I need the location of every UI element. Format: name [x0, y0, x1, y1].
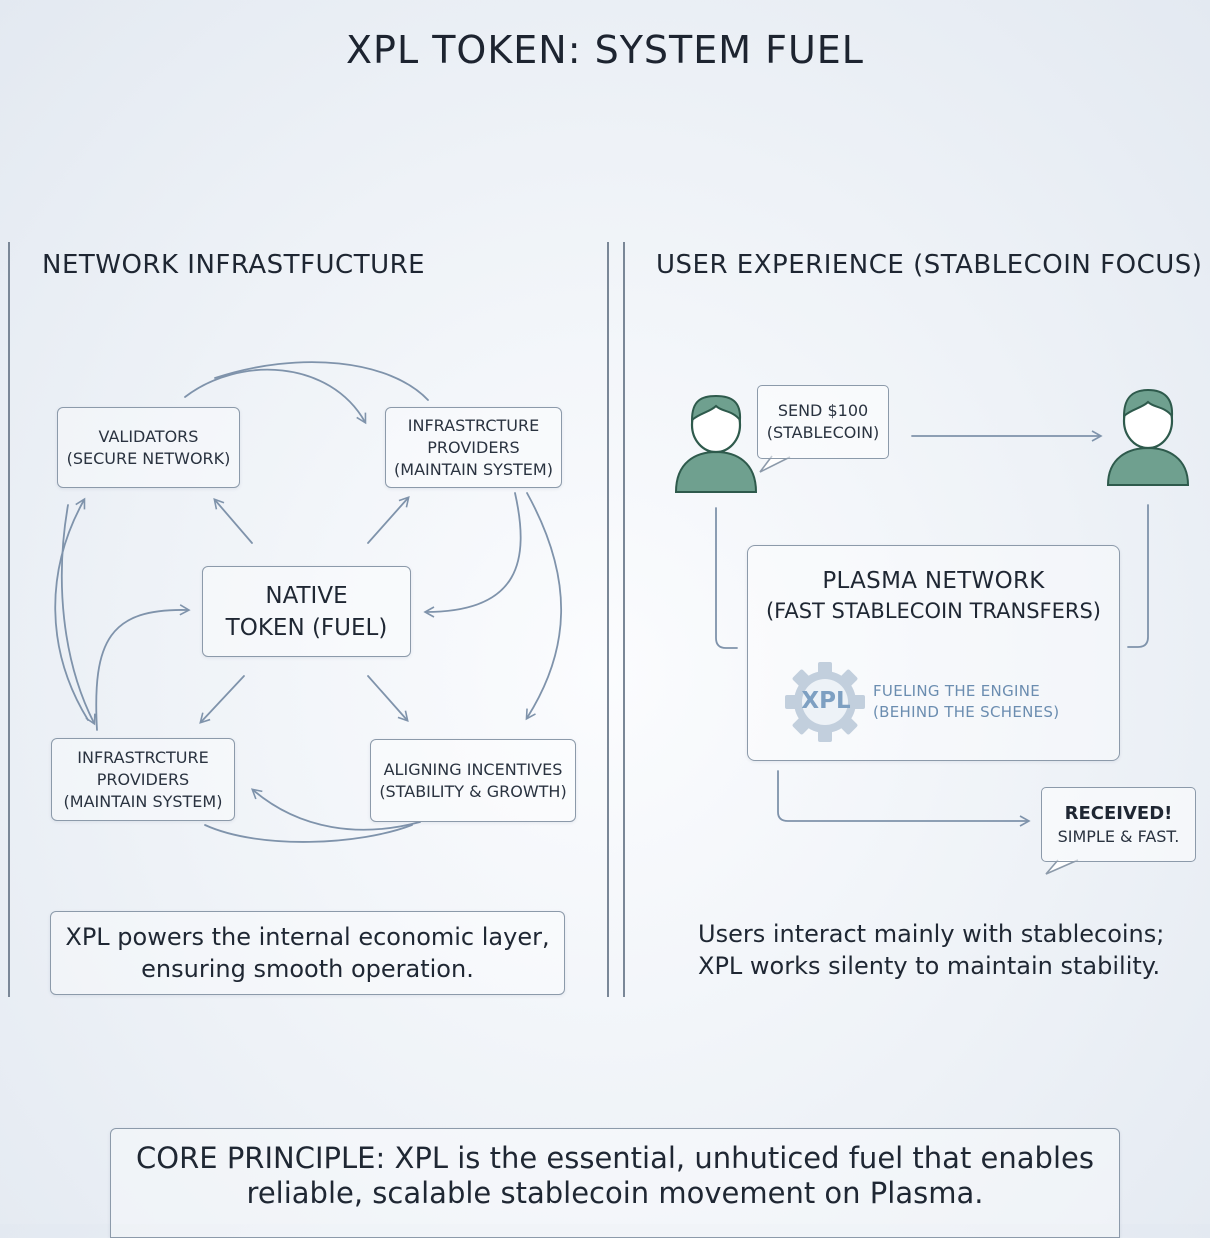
validators-node: VALIDATORS (SECURE NETWORK)	[57, 407, 240, 488]
core-text2: reliable, scalable stablecoin movement o…	[246, 1176, 984, 1210]
arc-bottom-return	[204, 824, 413, 843]
connector-sender-to-plasma	[715, 507, 738, 649]
plasma-subtitle: (FAST STABLECOIN TRANSFERS)	[765, 599, 1101, 623]
incentives-line1: ALIGNING INCENTIVES	[383, 759, 563, 779]
providers-bottom-line3: (MAINTAIN SYSTEM)	[63, 791, 223, 811]
arrow-providers-bottom-to-native	[95, 604, 191, 731]
incentives-node: ALIGNING INCENTIVES (STABILITY & GROWTH)	[370, 739, 576, 822]
native-token-line1: NATIVE	[265, 582, 348, 609]
arrow-native-to-providers	[367, 496, 410, 544]
arrow-plasma-to-received	[777, 770, 1031, 827]
left-note-line2: ensuring smooth operation.	[141, 955, 474, 983]
plasma-title: PLASMA NETWORK	[822, 568, 1045, 594]
providers-bottom-line1: INFRASTRCTURE	[77, 747, 209, 767]
arrow-native-to-validators	[213, 497, 253, 544]
arrow-incentives-to-providers-bottom	[250, 788, 421, 831]
connector-receiver-to-plasma	[1127, 504, 1149, 648]
arrow-providers-to-native	[423, 492, 522, 618]
send-bubble-line2: (STABLECOIN)	[766, 423, 880, 442]
providers-top-line1: INFRASTRCTURE	[407, 415, 540, 435]
fuel-line2: (BEHIND THE SCHENES)	[873, 703, 1060, 721]
native-token-node: NATIVE TOKEN (FUEL)	[202, 566, 411, 657]
providers-bottom-line2: PROVIDERS	[96, 769, 190, 789]
arrow-left-arc-down	[60, 504, 96, 726]
network-infrastructure-heading: NETWORK INFRASTFUCTURE	[42, 250, 426, 280]
send-bubble-line1: SEND $100	[777, 401, 869, 420]
received-subtitle: SIMPLE & FAST.	[1057, 827, 1180, 846]
fueling-engine-text: FUELING THE ENGINE (BEHIND THE SCHENES)	[873, 681, 1073, 723]
core-principle-box: CORE PRINCIPLE: XPL is the essential, un…	[110, 1128, 1120, 1238]
arrow-providers-to-incentives	[525, 492, 563, 721]
arrow-validators-to-providers	[184, 368, 367, 425]
left-note-line1: XPL powers the internal economic layer,	[65, 923, 550, 951]
gear-label: XPL	[801, 688, 851, 714]
page-title: XPL TOKEN: SYSTEM FUEL	[346, 28, 864, 72]
providers-top-line2: PROVIDERS	[427, 437, 520, 457]
center-divider-a	[607, 242, 609, 997]
center-divider-b	[623, 242, 625, 997]
sender-person-icon	[674, 394, 758, 493]
fuel-line1: FUELING THE ENGINE	[873, 682, 1041, 700]
right-note-line2: XPL works silenty to maintain stability.	[698, 952, 1161, 980]
user-experience-heading: USER EXPERIENCE (STABLECOIN FOCUS)	[656, 250, 1203, 280]
arrow-native-to-incentives	[367, 675, 409, 722]
right-note-line1: Users interact mainly with stablecoins;	[698, 920, 1165, 948]
core-line1: CORE PRINCIPLE: XPL is the essential, un…	[136, 1141, 1094, 1176]
validators-subtitle: (SECURE NETWORK)	[66, 448, 231, 468]
send-bubble-tail	[759, 455, 791, 473]
left-note: XPL powers the internal economic layer, …	[50, 911, 565, 995]
native-token-line2: TOKEN (FUEL)	[225, 614, 388, 641]
arrow-native-to-providers-bottom	[199, 675, 245, 724]
received-bubble-tail	[1045, 859, 1079, 875]
core-label: CORE PRINCIPLE:	[136, 1141, 386, 1175]
providers-bottom-node: INFRASTRCTURE PROVIDERS (MAINTAIN SYSTEM…	[51, 738, 235, 821]
right-note: Users interact mainly with stablecoins; …	[698, 918, 1198, 982]
left-border	[8, 242, 10, 997]
providers-top-node: INFRASTRCTURE PROVIDERS (MAINTAIN SYSTEM…	[385, 407, 562, 488]
arrow-left-arc-up	[54, 497, 89, 721]
received-title: RECEIVED!	[1064, 803, 1173, 824]
providers-top-line3: (MAINTAIN SYSTEM)	[394, 459, 553, 479]
receiver-person-icon	[1106, 388, 1190, 486]
core-text1: XPL is the essential, unhuticed fuel tha…	[394, 1141, 1094, 1175]
incentives-line2: (STABILITY & GROWTH)	[379, 781, 567, 801]
send-bubble: SEND $100 (STABLECOIN)	[757, 385, 889, 459]
arc-top-return	[214, 361, 429, 401]
validators-title: VALIDATORS	[98, 426, 199, 446]
received-bubble: RECEIVED! SIMPLE & FAST.	[1041, 787, 1196, 862]
